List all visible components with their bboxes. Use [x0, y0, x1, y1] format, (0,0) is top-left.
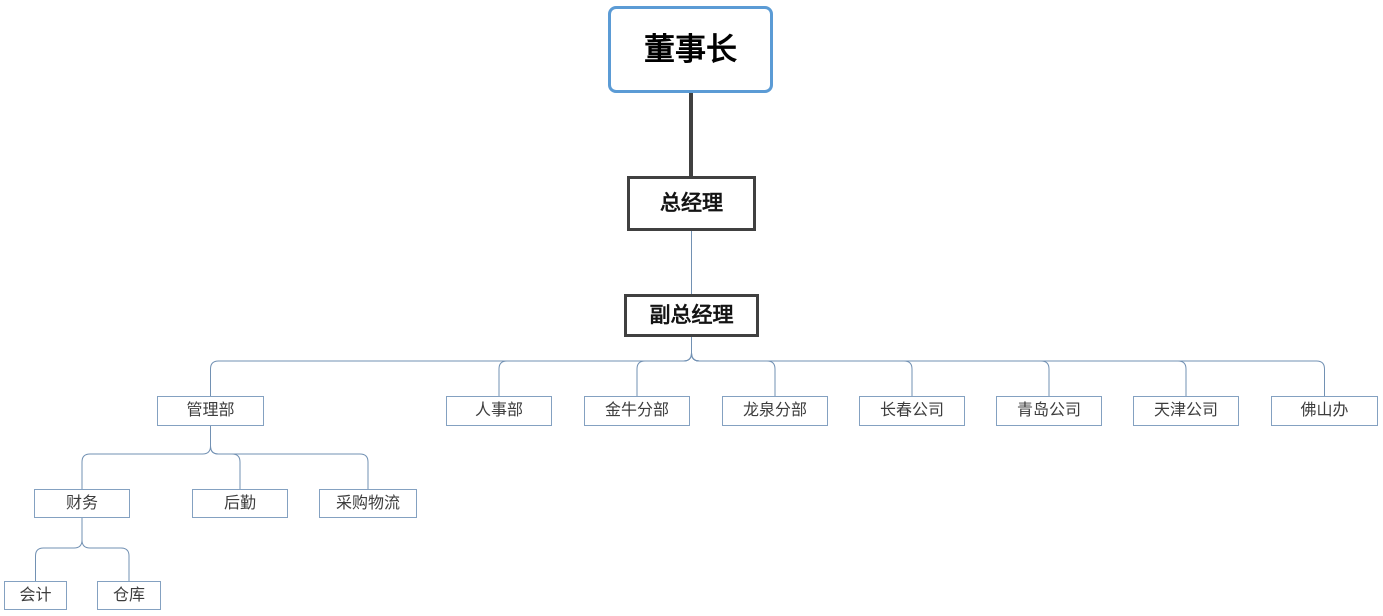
org-node-label: 长春公司: [879, 402, 944, 419]
edge-management-dept-to-finance: [81, 426, 211, 489]
org-node-label: 龙泉分部: [742, 402, 807, 419]
org-node-label: 采购物流: [335, 494, 400, 512]
edge-deputy-general-manager-to-foshan-office: [691, 337, 1325, 396]
edge-deputy-general-manager-to-longquan-branch: [691, 337, 776, 396]
org-node-label: 总经理: [660, 192, 723, 215]
edge-deputy-general-manager-to-qingdao-company: [691, 337, 1050, 396]
org-node-tianjin-company[interactable]: 天津公司: [1133, 396, 1239, 426]
org-node-general-manager[interactable]: 总经理: [627, 176, 756, 231]
org-node-changchun-company[interactable]: 长春公司: [859, 396, 965, 426]
org-node-label: 后勤: [223, 494, 256, 512]
edge-deputy-general-manager-to-changchun-company: [691, 337, 913, 396]
org-node-warehouse[interactable]: 仓库: [97, 581, 161, 610]
edge-deputy-general-manager-to-tianjin-company: [691, 337, 1187, 396]
org-node-jinniu-branch[interactable]: 金牛分部: [584, 396, 690, 426]
edge-deputy-general-manager-to-hr-dept: [498, 337, 692, 396]
org-node-label: 仓库: [112, 586, 145, 604]
edge-management-dept-to-logistics: [210, 426, 241, 489]
org-node-label: 财务: [65, 494, 98, 512]
org-node-foshan-office[interactable]: 佛山办: [1271, 396, 1378, 426]
org-node-procurement-logistics[interactable]: 采购物流: [319, 489, 417, 518]
org-node-chairman[interactable]: 董事长: [608, 6, 773, 93]
org-node-label: 管理部: [186, 402, 235, 419]
org-node-label: 金牛分部: [604, 402, 669, 419]
org-node-qingdao-company[interactable]: 青岛公司: [996, 396, 1102, 426]
org-node-finance[interactable]: 财务: [34, 489, 130, 518]
org-node-hr-dept[interactable]: 人事部: [446, 396, 552, 426]
org-node-label: 人事部: [474, 402, 523, 419]
org-node-longquan-branch[interactable]: 龙泉分部: [722, 396, 828, 426]
org-node-logistics[interactable]: 后勤: [192, 489, 288, 518]
org-node-deputy-general-manager[interactable]: 副总经理: [624, 294, 759, 337]
org-node-label: 青岛公司: [1016, 402, 1081, 419]
edge-deputy-general-manager-to-jinniu-branch: [636, 337, 692, 396]
org-node-label: 董事长: [644, 32, 737, 67]
edge-finance-to-warehouse: [81, 518, 130, 581]
edge-deputy-general-manager-to-management-dept: [210, 337, 692, 396]
edge-management-dept-to-procurement-logistics: [210, 426, 369, 489]
org-node-management-dept[interactable]: 管理部: [157, 396, 264, 426]
org-node-accounting[interactable]: 会计: [4, 581, 67, 610]
edge-finance-to-accounting: [35, 518, 83, 581]
org-node-label: 天津公司: [1153, 402, 1218, 419]
org-node-label: 佛山办: [1300, 402, 1349, 419]
org-node-label: 副总经理: [649, 304, 734, 327]
org-node-label: 会计: [19, 586, 52, 604]
